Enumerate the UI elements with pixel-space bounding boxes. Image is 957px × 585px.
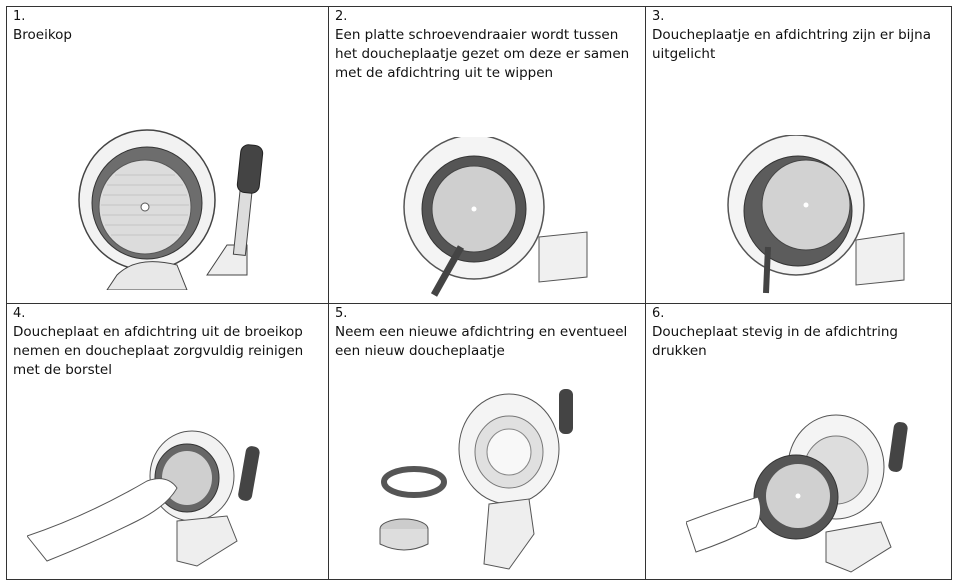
step-number: 6. [652, 305, 664, 323]
step-number: 2. [335, 8, 347, 26]
step-cell-1: 1. Broeikop [6, 6, 329, 304]
step-caption: Doucheplaat en afdichtring uit de broeik… [13, 323, 322, 380]
step-number: 3. [652, 8, 664, 26]
new-parts-illustration [359, 384, 609, 574]
step-cell-4: 4. Doucheplaat en afdichtring uit de bro… [6, 303, 329, 580]
step-caption: Doucheplaat stevig in de afdichtring dru… [652, 323, 945, 361]
step-cell-5: 5. Neem een nieuwe afdichtring en eventu… [328, 303, 646, 580]
step-number: 5. [335, 305, 347, 323]
lifted-plate-illustration [706, 135, 906, 295]
screwdriver-illustration [389, 137, 589, 297]
step-number: 1. [13, 8, 25, 26]
step-number: 4. [13, 305, 25, 323]
instruction-table: 1. Broeikop 2. Een platte schroevendraai… [6, 6, 952, 580]
step-cell-6: 6. Doucheplaat stevig in de afdichtring … [645, 303, 952, 580]
step-cell-3: 3. Doucheplaatje en afdichtring zijn er … [645, 6, 952, 304]
step-caption: Een platte schroevendraaier wordt tussen… [335, 26, 639, 83]
step-caption: Doucheplaatje en afdichtring zijn er bij… [652, 26, 945, 64]
brew-head-illustration [77, 125, 277, 290]
step-caption: Broeikop [13, 26, 322, 45]
step-cell-2: 2. Een platte schroevendraaier wordt tus… [328, 6, 646, 304]
cleaning-illustration [27, 426, 287, 576]
step-caption: Neem een nieuwe afdichtring en eventueel… [335, 323, 639, 361]
pressing-plate-illustration [686, 412, 936, 577]
